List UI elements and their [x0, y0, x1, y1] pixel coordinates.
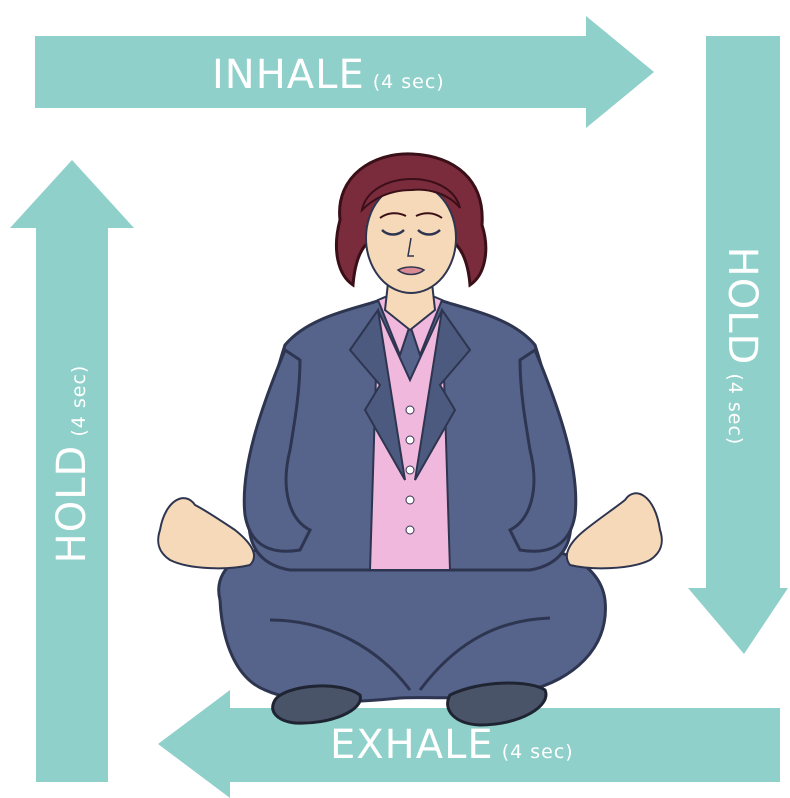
exhale-label: EXHALE (4 sec) [330, 722, 574, 768]
right-shoe [448, 683, 546, 725]
exhale-duration: (4 sec) [502, 741, 574, 763]
shirt-button [406, 526, 414, 534]
shirt-button [406, 436, 414, 444]
hold-right-duration: (4 sec) [724, 373, 746, 445]
inhale-duration: (4 sec) [373, 71, 445, 93]
inhale-label: INHALE (4 sec) [212, 52, 445, 98]
shirt-button [406, 466, 414, 474]
hold-left-label: HOLD (4 sec) [49, 365, 95, 564]
shirt-button [406, 406, 414, 414]
hold-left-duration: (4 sec) [68, 365, 90, 437]
meditating-woman-illustration [150, 150, 670, 740]
hold-right-label: HOLD (4 sec) [719, 247, 765, 446]
hold-left-title: HOLD [49, 445, 95, 564]
hold-right-title: HOLD [719, 247, 765, 366]
inhale-title: INHALE [212, 52, 365, 98]
lips [398, 267, 424, 275]
left-shoe [273, 686, 361, 723]
right-hand [567, 493, 662, 568]
shirt-button [406, 496, 414, 504]
exhale-title: EXHALE [330, 722, 494, 768]
left-hand [158, 498, 254, 568]
